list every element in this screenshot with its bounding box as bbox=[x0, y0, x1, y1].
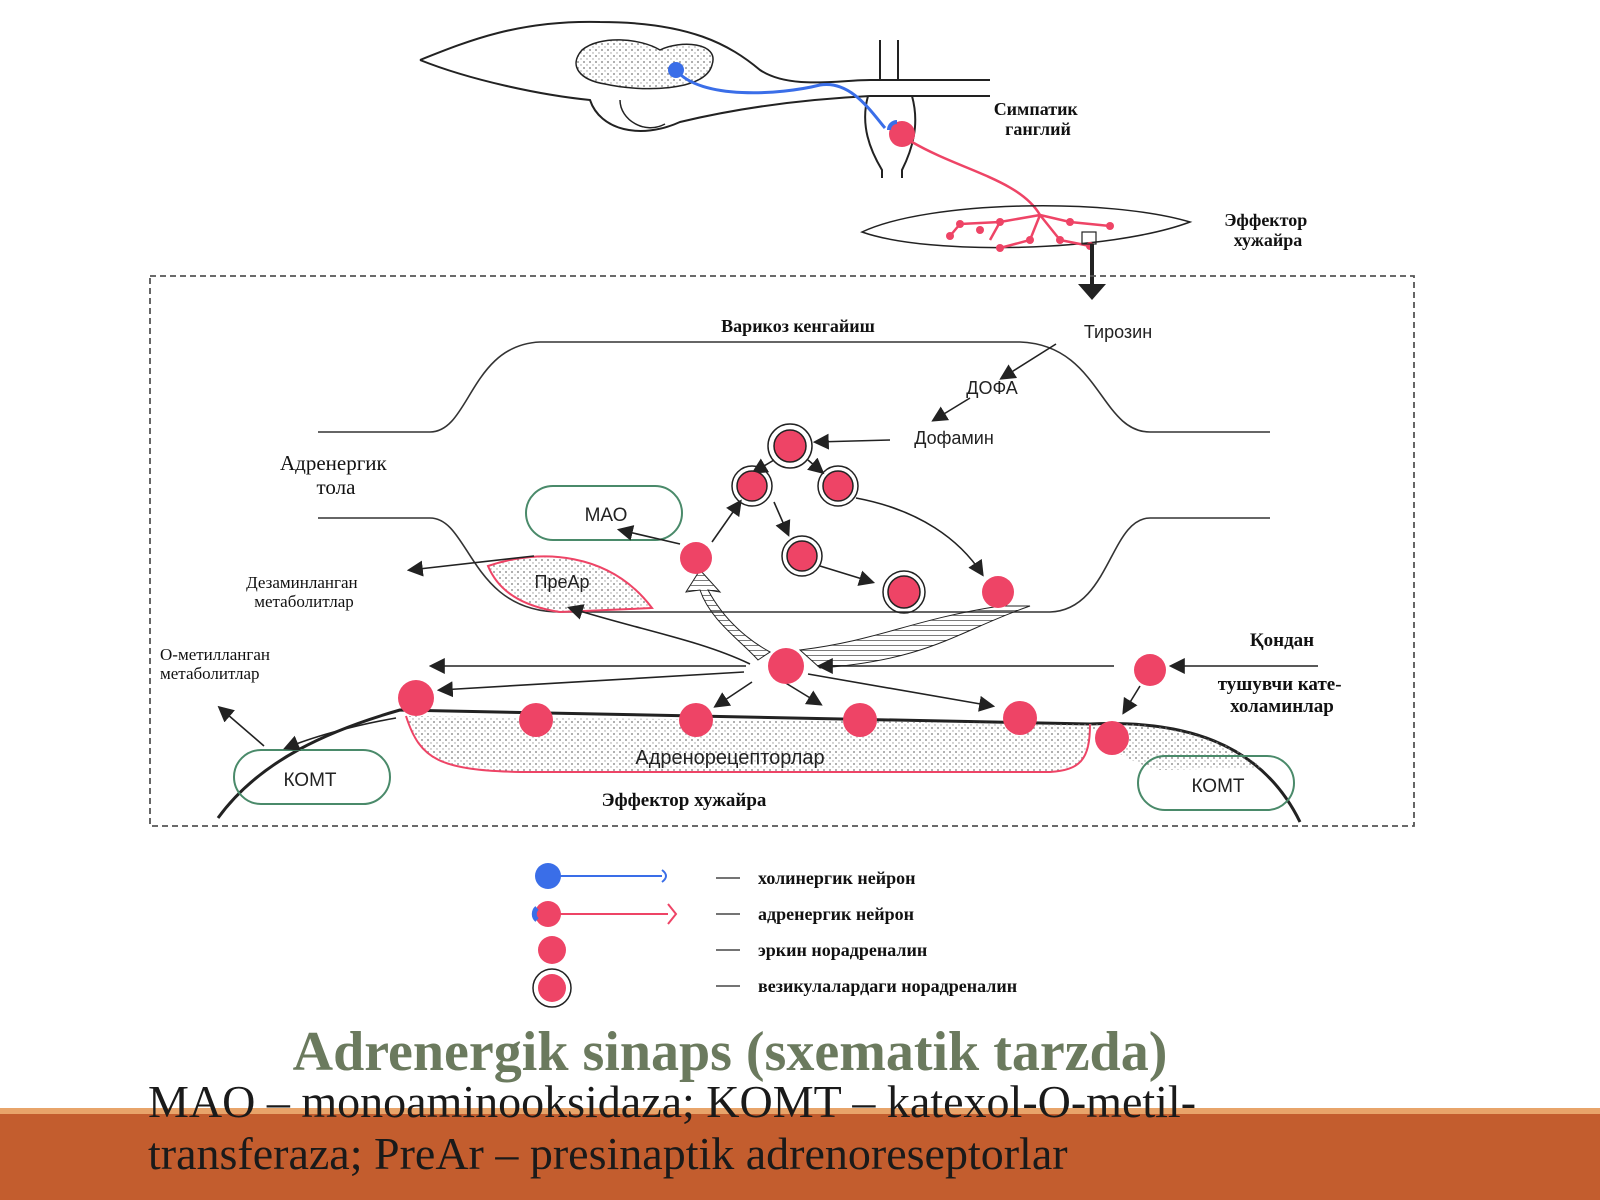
reuptake-wedge bbox=[798, 605, 1031, 669]
tyrosine-label: Тирозин bbox=[1084, 322, 1152, 342]
dopamine-label: Дофамин bbox=[914, 428, 994, 448]
accent-line bbox=[0, 1108, 1600, 1114]
free-noradrenaline-icon bbox=[538, 936, 566, 964]
cholinergic-preganglionic-neuron bbox=[668, 62, 887, 129]
inset-frame bbox=[149, 275, 1415, 827]
adrenergic-fiber-label: Адренергик тола bbox=[280, 451, 392, 499]
pathway-arrows bbox=[217, 343, 1318, 751]
footer-bar bbox=[0, 1114, 1600, 1200]
slide-title: Adrenergik sinaps (sxematik tarzda) bbox=[292, 1021, 1168, 1083]
slide-caption: MAO – monoaminooksidaza; KOMT – katexol-… bbox=[148, 1076, 1568, 1180]
sympathetic-ganglion-label: Симпатик ганглий bbox=[994, 99, 1083, 139]
effector-cell-top-label: Эффектор хужайра bbox=[1224, 210, 1312, 250]
legend-label-adrenergic: адренергик нейрон bbox=[758, 904, 914, 924]
vesicular-noradrenaline bbox=[731, 423, 926, 614]
legend: холинергик нейрон адренергик нейрон эрки… bbox=[531, 863, 1017, 1008]
ganglion-neuron bbox=[887, 120, 1042, 216]
komt-right-box bbox=[1137, 755, 1295, 811]
caption-line-1: MAO – monoaminooksidaza; KOMT – katexol-… bbox=[148, 1076, 1197, 1127]
deaminated-metabolites-label: Дезаминланган метаболитлар bbox=[246, 573, 362, 611]
spinal-cord bbox=[419, 20, 990, 132]
varicosity-outline bbox=[318, 341, 1270, 613]
komt-right-label: КОМТ bbox=[1191, 776, 1244, 797]
legend-label-free: эркин норадреналин bbox=[758, 940, 927, 960]
prear-label: ПреАр bbox=[535, 572, 590, 592]
varicosity-label: Варикоз кенгайиш bbox=[721, 316, 875, 336]
mao-label: МАО bbox=[585, 505, 628, 526]
komt-left-box bbox=[233, 749, 391, 805]
free-noradrenaline bbox=[398, 542, 1166, 755]
zoom-arrow bbox=[1078, 244, 1106, 300]
from-blood-label: Қондан bbox=[1250, 630, 1314, 651]
mao-enzyme-box bbox=[525, 485, 683, 541]
autoreceptor-wedge bbox=[684, 569, 771, 661]
legend-label-cholinergic: холинергик нейрон bbox=[758, 868, 915, 888]
circulating-catecholamines-label: тушувчи кате- холаминлар bbox=[1218, 674, 1347, 717]
adrenergic-neuron-icon bbox=[531, 901, 678, 927]
effector-cell-spindle bbox=[860, 205, 1193, 252]
legend-label-vesicular: везикулалардаги норадреналин bbox=[758, 976, 1017, 996]
adrenoreceptors-label: Адренорецепторлар bbox=[635, 747, 824, 769]
effector-membrane bbox=[216, 708, 1302, 823]
adrenergic-synapse-diagram: Симпатик ганглий Эффектор хужайра ПреАр … bbox=[149, 20, 1415, 1008]
o-methylated-metabolites-label: О-метилланган метаболитлар bbox=[160, 645, 274, 683]
caption-line-2: transferaza; PreAr – presinaptik adrenor… bbox=[148, 1128, 1068, 1179]
vesicular-noradrenaline-icon bbox=[532, 968, 572, 1008]
cholinergic-neuron-icon bbox=[535, 863, 667, 889]
prear-receptor-region bbox=[486, 555, 654, 614]
komt-left-label: КОМТ bbox=[283, 770, 336, 791]
effector-cell-label: Эффектор хужайра bbox=[602, 790, 767, 811]
dopa-label: ДОФА bbox=[966, 378, 1018, 398]
